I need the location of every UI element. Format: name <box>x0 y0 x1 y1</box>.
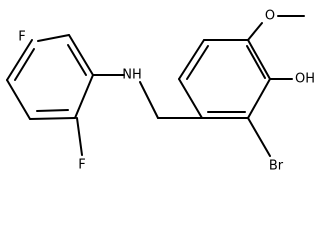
chemical-structure: F F NH O OH Br <box>6 9 315 174</box>
amine-label: NH <box>122 68 142 83</box>
bond <box>68 34 94 76</box>
bond <box>178 78 203 119</box>
hydroxyl-label: OH <box>295 72 315 87</box>
bond <box>6 39 33 81</box>
fluorine-bottom-label: F <box>78 158 85 173</box>
bond <box>139 81 159 119</box>
bond <box>247 39 271 80</box>
bond <box>247 22 263 41</box>
bond <box>36 109 69 112</box>
bond <box>14 48 35 81</box>
bond <box>37 34 70 42</box>
bond <box>74 74 94 119</box>
bond <box>247 78 271 119</box>
atom-labels: F F NH O OH Br <box>18 9 315 174</box>
fluorine-top-label: F <box>18 30 25 45</box>
bond <box>186 45 209 80</box>
bond <box>246 45 266 79</box>
bonds <box>6 15 305 157</box>
bond <box>247 117 271 157</box>
methoxy-oxygen-atom: O <box>265 9 275 24</box>
bromine-label: Br <box>269 159 284 174</box>
bond <box>6 79 31 120</box>
bond <box>67 44 87 76</box>
bond <box>76 117 83 156</box>
bond <box>178 39 205 80</box>
bond <box>29 117 76 120</box>
